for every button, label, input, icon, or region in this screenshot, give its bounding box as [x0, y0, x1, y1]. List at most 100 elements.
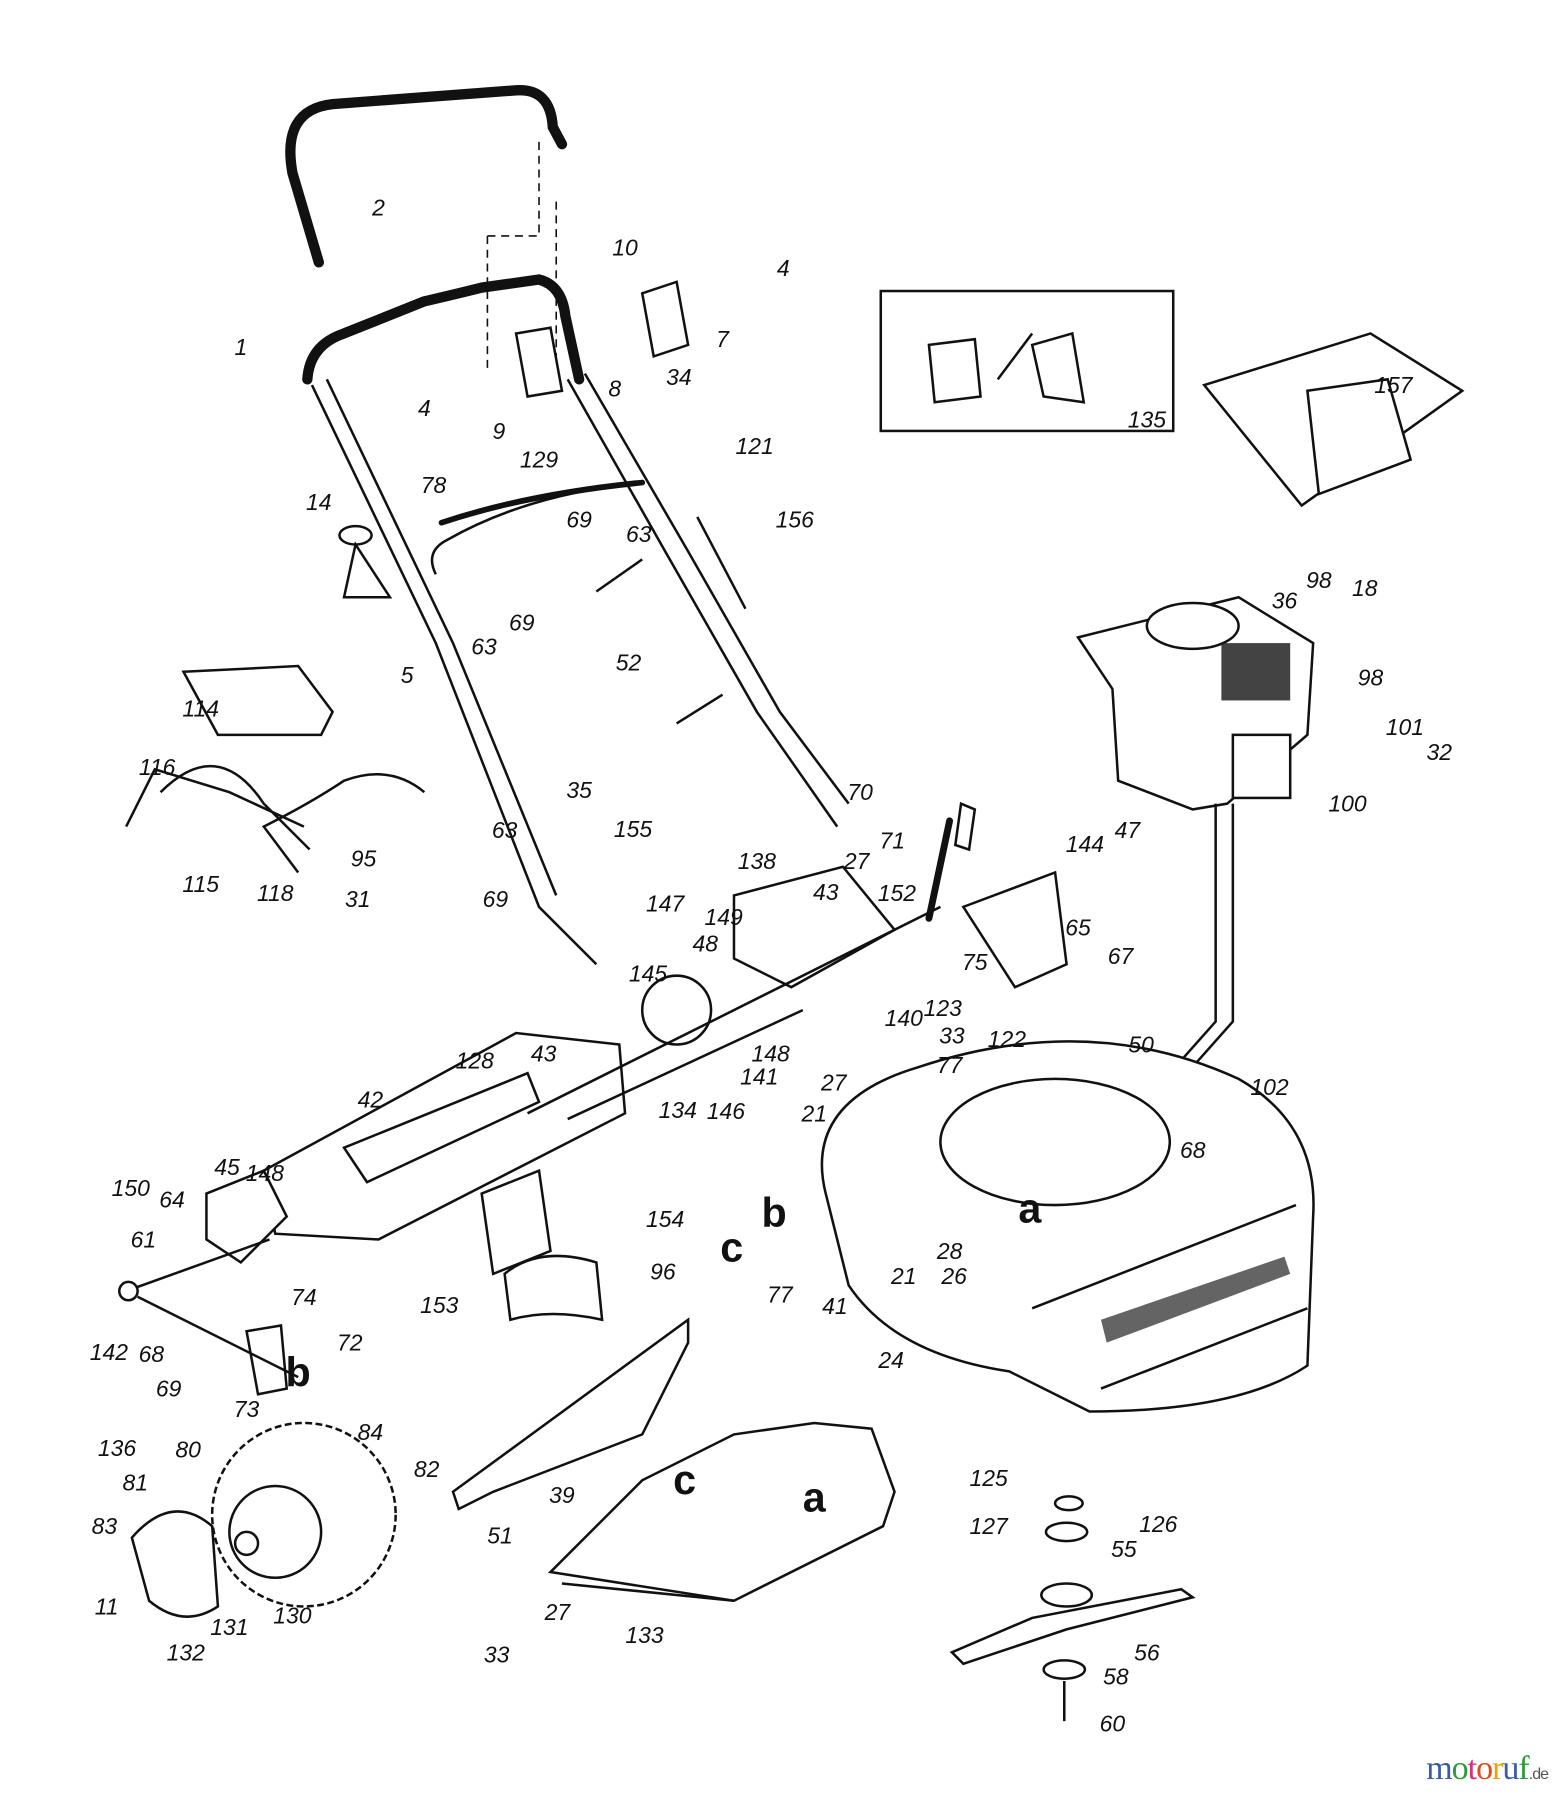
part-number-label: 7 [716, 326, 730, 352]
part-number-label: 21 [890, 1263, 917, 1289]
part-number-label: 147 [646, 890, 685, 916]
reference-letter: b [762, 1190, 787, 1236]
part-number-label: 156 [776, 506, 814, 532]
part-number-label: 81 [123, 1470, 148, 1496]
part-number-label: 27 [843, 848, 871, 874]
watermark-letter: t [1467, 1750, 1478, 1787]
part-number-label: 48 [693, 931, 719, 957]
part-number-label: 11 [95, 1593, 119, 1619]
drive-housing-138 [732, 865, 897, 989]
motoruf-watermark-logo: motoruf.de [1426, 1750, 1549, 1788]
handle-right-tube [566, 372, 850, 828]
part-number-label: 34 [666, 364, 691, 390]
part-number-label: 146 [707, 1098, 745, 1124]
part-number-label: 63 [626, 521, 652, 547]
part-number-label: 118 [257, 880, 294, 906]
part-number-label: 31 [345, 886, 371, 912]
part-number-label: 56 [1134, 1639, 1160, 1665]
part-number-label: 155 [614, 816, 652, 842]
part-number-label: 100 [1328, 791, 1366, 817]
part-number-label: 39 [549, 1482, 575, 1508]
part-number-label: 69 [509, 609, 535, 635]
part-number-label: 26 [940, 1263, 967, 1289]
part-number-label: 14 [306, 489, 332, 515]
inset-box-135 [879, 289, 1175, 433]
inset-box-157 [1202, 332, 1465, 508]
part-number-label: 150 [112, 1175, 150, 1201]
part-number-label: 130 [273, 1603, 311, 1629]
part-number-label: 68 [1180, 1137, 1206, 1163]
part-number-label: 77 [937, 1052, 964, 1078]
watermark-letter: o [1451, 1750, 1469, 1787]
part-number-label: 27 [820, 1069, 848, 1095]
part-number-label: 69 [566, 506, 592, 532]
watermark-letter: m [1426, 1750, 1452, 1787]
part-number-label: 115 [182, 871, 219, 897]
part-number-label: 149 [705, 904, 743, 930]
watermark-letter: r [1492, 1750, 1503, 1787]
part-number-label: 47 [1115, 817, 1142, 843]
part-number-label: 121 [735, 433, 773, 459]
part-number-label: 52 [616, 650, 642, 676]
part-number-label: 55 [1111, 1536, 1137, 1562]
part-number-label: 140 [885, 1005, 923, 1031]
part-number-label: 148 [752, 1041, 790, 1067]
part-number-label: 8 [608, 376, 621, 402]
part-number-label: 134 [659, 1097, 697, 1123]
part-number-label: 32 [1427, 739, 1453, 765]
part-number-label: 24 [877, 1347, 904, 1373]
part-number-label: 114 [182, 696, 219, 722]
part-number-label: 78 [421, 472, 447, 498]
part-number-label: 27 [544, 1599, 572, 1625]
part-number-label: 136 [98, 1435, 136, 1461]
part-number-label: 35 [566, 777, 592, 803]
part-number-label: 63 [492, 817, 518, 843]
bracket-65 [961, 870, 1068, 989]
part-number-label: 71 [879, 827, 905, 853]
part-number-label: 154 [646, 1206, 684, 1232]
drive-gear-147 [640, 974, 713, 1046]
reference-letter: a [1018, 1185, 1042, 1231]
part-number-label: 69 [483, 886, 509, 912]
part-number-label: 123 [924, 995, 962, 1021]
part-number-label: 58 [1103, 1663, 1129, 1689]
part-number-label: 51 [487, 1522, 513, 1548]
watermark-letter: f [1518, 1750, 1529, 1787]
part-number-label: 77 [767, 1282, 794, 1308]
watermark-letter: o [1476, 1750, 1493, 1787]
part-number-label: 63 [471, 634, 497, 660]
part-number-label: 60 [1100, 1710, 1126, 1736]
part-number-label: 153 [420, 1292, 458, 1318]
part-number-label: 18 [1352, 575, 1378, 601]
part-number-label: 10 [612, 234, 638, 260]
part-number-label: 82 [414, 1456, 440, 1482]
part-number-label: 68 [139, 1341, 165, 1367]
part-number-label: 45 [214, 1154, 240, 1180]
part-number-label: 43 [813, 879, 839, 905]
handle-left-tube [310, 378, 598, 966]
part-number-label: 127 [969, 1513, 1008, 1539]
part-number-label: 126 [1139, 1511, 1177, 1537]
side-plate-39 [451, 1317, 690, 1511]
part-number-label: 64 [159, 1186, 185, 1212]
part-number-label: 98 [1306, 567, 1332, 593]
part-number-label: 33 [939, 1022, 965, 1048]
part-number-label: 28 [936, 1238, 963, 1264]
part-number-label: 4 [418, 395, 431, 421]
part-number-label: 43 [531, 1041, 557, 1067]
part-number-label: 73 [234, 1396, 260, 1422]
part-number-label: 33 [484, 1642, 510, 1668]
part-number-label: 133 [625, 1622, 663, 1648]
part-number-label: 41 [822, 1293, 847, 1319]
part-number-label: 128 [456, 1048, 494, 1074]
part-number-label: 67 [1108, 943, 1135, 969]
part-number-label: 9 [493, 418, 506, 444]
part-number-label: 95 [351, 846, 377, 872]
part-number-label: 116 [139, 754, 176, 780]
part-number-label: 138 [738, 848, 776, 874]
part-number-label: 1 [234, 334, 247, 360]
part-number-label: 72 [337, 1330, 363, 1356]
part-number-label: 36 [1272, 588, 1298, 614]
part-number-label: 61 [131, 1226, 157, 1252]
